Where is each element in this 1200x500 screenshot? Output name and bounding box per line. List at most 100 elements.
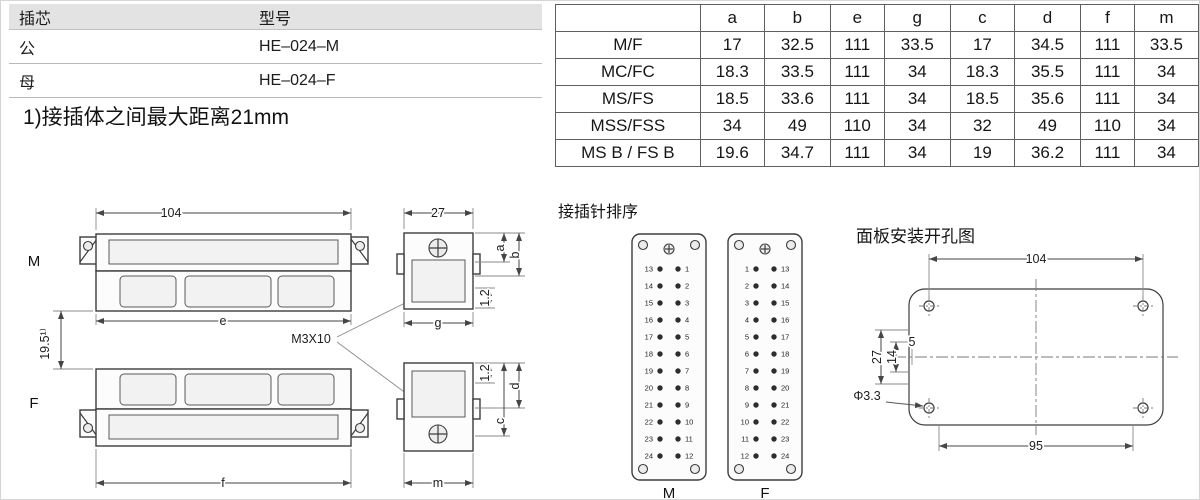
dim-value-cell: 110 bbox=[829, 112, 885, 140]
pin-number: 12 bbox=[741, 452, 749, 461]
dim-value-cell: 111 bbox=[1080, 85, 1135, 113]
dim-value-cell: 49 bbox=[763, 112, 831, 140]
dim-col-header: d bbox=[1013, 4, 1082, 32]
dim-104: 104 bbox=[95, 204, 352, 230]
panel-dim-5: 5 bbox=[907, 333, 917, 365]
pin-number: 9 bbox=[685, 401, 689, 410]
pin-dot bbox=[675, 351, 681, 357]
dim-value-cell: 34 bbox=[883, 58, 951, 86]
pin-dot bbox=[657, 283, 663, 289]
dim-27-label: 27 bbox=[431, 206, 445, 220]
dim-value-cell: 34.5 bbox=[1013, 31, 1082, 59]
pin-number: 8 bbox=[685, 384, 689, 393]
pin-dot bbox=[675, 266, 681, 272]
m3x10-label: M3X10 bbox=[291, 332, 331, 346]
dim-row-name: M/F bbox=[555, 31, 701, 59]
connector-view-f: F bbox=[29, 368, 369, 447]
pin-number: 6 bbox=[685, 350, 689, 359]
panel-dia-label: Φ3.3 bbox=[853, 389, 880, 403]
dim-col-header: e bbox=[829, 4, 885, 32]
pin-number: 20 bbox=[781, 384, 789, 393]
model-number: HE–024–M bbox=[259, 37, 340, 55]
pin-dot bbox=[657, 419, 663, 425]
dim-value-cell: 18.5 bbox=[699, 85, 765, 113]
pin-dot bbox=[771, 419, 777, 425]
pin-dot bbox=[657, 402, 663, 408]
dim-col-header: c bbox=[949, 4, 1015, 32]
dim-value-cell: 17 bbox=[949, 31, 1015, 59]
pin-dot bbox=[657, 334, 663, 340]
pin-dot bbox=[771, 283, 777, 289]
pin-dot bbox=[753, 436, 759, 442]
dim-col-header: f bbox=[1080, 4, 1135, 32]
screw-icon bbox=[785, 239, 797, 251]
dim-c-d: d c bbox=[475, 363, 525, 437]
dim-value-cell: 34 bbox=[699, 112, 765, 140]
dim-f-label: f bbox=[221, 476, 225, 490]
insert-type: 公 bbox=[19, 40, 36, 58]
dim-value-cell: 32.5 bbox=[763, 31, 831, 59]
pin-dot bbox=[675, 300, 681, 306]
pin-dot bbox=[657, 300, 663, 306]
dim-row-name: MS/FS bbox=[555, 85, 701, 113]
pin-number: 24 bbox=[781, 452, 789, 461]
pin-dot bbox=[771, 368, 777, 374]
panel-dia-callout: Φ3.3 bbox=[852, 387, 924, 409]
dim-27: 27 bbox=[403, 204, 474, 229]
pin-dot bbox=[675, 453, 681, 459]
dim-value-cell: 18.3 bbox=[949, 58, 1015, 86]
pin-dot bbox=[753, 351, 759, 357]
pin-number: 15 bbox=[645, 299, 653, 308]
pin-dot bbox=[657, 266, 663, 272]
dim-corner-cell bbox=[555, 4, 701, 32]
screw-icon bbox=[733, 463, 745, 475]
dim-value-cell: 33.5 bbox=[883, 31, 951, 59]
pin-number: 23 bbox=[645, 435, 653, 444]
model-col2-header: 型号 bbox=[259, 10, 292, 28]
pin-number: 22 bbox=[645, 418, 653, 427]
pin-number: 11 bbox=[685, 435, 693, 444]
dim-value-cell: 18.3 bbox=[699, 58, 765, 86]
panel-dim-5-label: 5 bbox=[909, 335, 916, 349]
pin-number: 2 bbox=[685, 282, 689, 291]
panel-dim-95-label: 95 bbox=[1029, 439, 1043, 453]
dim-value-cell: 33.5 bbox=[1133, 31, 1199, 59]
screw-icon bbox=[785, 463, 797, 475]
pin-dot bbox=[771, 317, 777, 323]
dim-d-label: d bbox=[508, 382, 522, 389]
dim-1-2-label: 1.2 bbox=[478, 364, 492, 381]
dim-value-cell: 18.5 bbox=[949, 85, 1015, 113]
dim-value-cell: 34 bbox=[883, 85, 951, 113]
pin-dot bbox=[753, 317, 759, 323]
pin-number: 16 bbox=[645, 316, 653, 325]
dim-col-header: m bbox=[1133, 4, 1199, 32]
dim-col-header: a bbox=[699, 4, 765, 32]
pin-number: 13 bbox=[645, 265, 653, 274]
pin-dot bbox=[753, 266, 759, 272]
technical-drawing: 104 M 19.5¹⁾ e bbox=[28, 204, 1178, 499]
dim-c-label: c bbox=[493, 418, 507, 424]
dim-g: g bbox=[403, 312, 474, 332]
screw-icon bbox=[689, 239, 701, 251]
dim-value-cell: 33.5 bbox=[763, 58, 831, 86]
pin-dot bbox=[675, 436, 681, 442]
pin-dot bbox=[753, 334, 759, 340]
panel-cutout-drawing: 104 95 27 14 5 bbox=[852, 250, 1178, 455]
dim-m-label: m bbox=[433, 476, 443, 490]
dim-value-cell: 34.7 bbox=[763, 139, 831, 167]
dim-value-cell: 19 bbox=[949, 139, 1015, 167]
dim-value-cell: 111 bbox=[829, 31, 885, 59]
dim-value-cell: 111 bbox=[829, 58, 885, 86]
dim-value-cell: 49 bbox=[1013, 112, 1082, 140]
dim-value-cell: 34 bbox=[1133, 139, 1199, 167]
pin-number: 7 bbox=[745, 367, 749, 376]
pin-number: 2 bbox=[745, 282, 749, 291]
dim-19-5-label: 19.5¹⁾ bbox=[38, 328, 52, 360]
